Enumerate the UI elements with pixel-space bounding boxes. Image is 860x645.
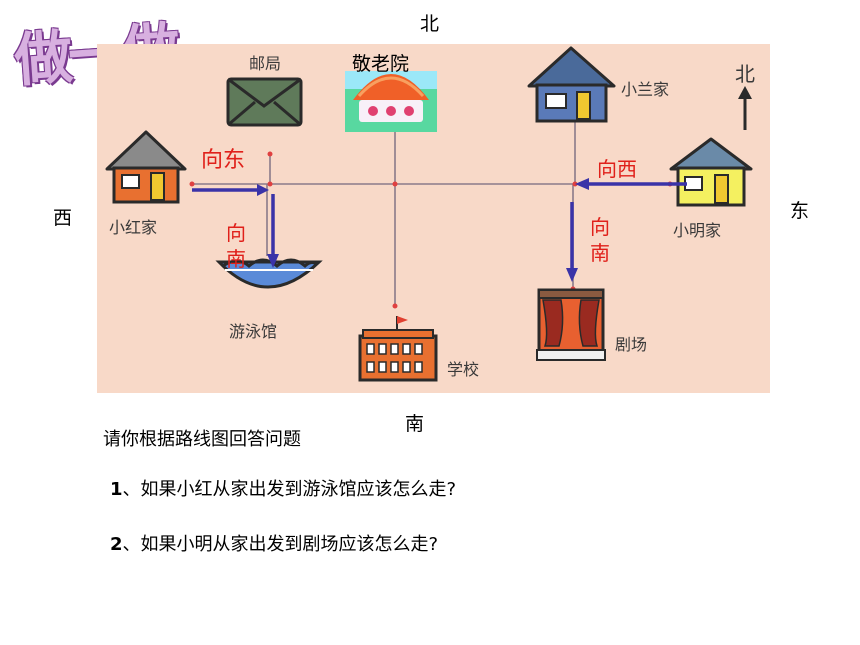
label-xiaolan-home: 小兰家 [621, 80, 670, 99]
route-map: 邮局 敬老院 小兰家 北 小红家 小明家 游泳馆 学校 剧场 向东 向西 向南 … [97, 44, 770, 393]
school-icon [358, 316, 438, 382]
xiaoming-house-icon [669, 137, 753, 207]
question-2-number: 2 [110, 534, 123, 555]
question-2-text: 、如果小明从家出发到剧场应该怎么走? [122, 534, 439, 555]
direction-south-right-label: 向南 [590, 215, 610, 265]
envelope-icon [226, 77, 303, 127]
label-xiaoming-home: 小明家 [673, 221, 722, 240]
compass-north: 北 [420, 13, 440, 35]
question-1-text: 、如果小红从家出发到游泳馆应该怎么走? [122, 479, 457, 500]
prompt-text: 请你根据路线图回答问题 [103, 429, 301, 450]
map-drawing [105, 46, 753, 382]
label-post-office: 邮局 [249, 54, 282, 73]
pool-icon [215, 258, 323, 289]
compass-west: 西 [53, 207, 73, 229]
compass-south: 南 [405, 413, 425, 435]
arrow-south-left-head [267, 254, 279, 268]
xiaolan-house-icon [527, 46, 616, 123]
label-pool: 游泳馆 [229, 322, 278, 341]
arrow-west-head [575, 178, 589, 190]
question-1: 1、如果小红从家出发到游泳馆应该怎么走? [110, 475, 456, 501]
theater-icon [536, 288, 606, 361]
arrow-south-right-head [566, 268, 578, 282]
question-1-number: 1 [110, 479, 123, 500]
direction-west-label: 向西 [597, 157, 637, 181]
route-arrows [192, 178, 687, 282]
north-arrow-label: 北 [735, 62, 755, 86]
nursing-home-picture [345, 71, 437, 132]
direction-east-label: 向东 [201, 148, 246, 173]
direction-south-left-label: 向南 [226, 221, 246, 271]
north-arrow-icon [738, 86, 752, 130]
question-2: 2、如果小明从家出发到剧场应该怎么走? [110, 530, 438, 556]
label-nursing-home: 敬老院 [352, 53, 410, 75]
label-theater: 剧场 [615, 335, 648, 354]
compass-east: 东 [790, 200, 810, 222]
xiaohong-house-icon [105, 130, 187, 204]
label-xiaohong-home: 小红家 [109, 218, 158, 237]
label-school: 学校 [447, 360, 480, 379]
arrow-east-head [257, 184, 269, 196]
